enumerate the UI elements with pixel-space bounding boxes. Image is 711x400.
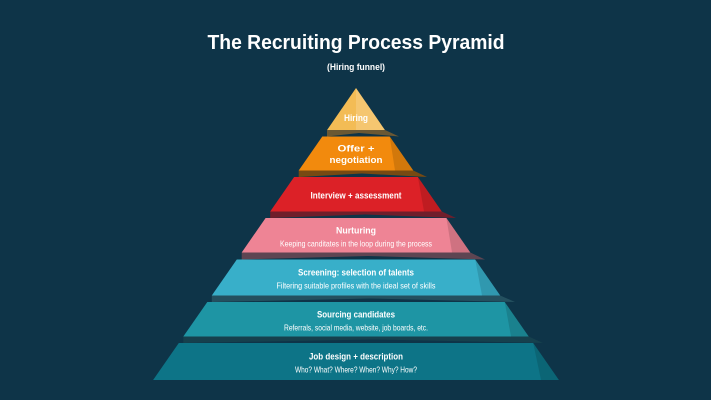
- level-hiring-label: Hiring: [344, 113, 368, 124]
- level-job-design-shape: [153, 343, 559, 380]
- level-job-design-label: Job design + description: [309, 352, 403, 363]
- level-screening-label: Screening: selection of talents: [298, 268, 414, 279]
- level-nurturing-corner-shade: [446, 218, 471, 253]
- level-hiring-fold: [327, 130, 399, 137]
- level-interview-fold: [270, 211, 456, 218]
- level-nurturing-fold: [241, 252, 485, 260]
- level-interview-label: Interview + assessment: [311, 191, 403, 202]
- level-hiring-highlight: [356, 88, 385, 130]
- level-offer-label-line1: Offer +: [338, 144, 376, 155]
- level-sourcing-corner-shade: [504, 302, 529, 337]
- level-screening-fold: [211, 295, 516, 302]
- level-offer-shape: [298, 136, 414, 171]
- level-screening-shape: [211, 259, 501, 296]
- level-interview-corner-shade: [417, 177, 442, 212]
- level-sourcing-fold: [183, 336, 544, 343]
- level-nurturing-shape: [241, 218, 471, 253]
- level-hiring-shape: [327, 88, 385, 130]
- level-nurturing-sublabel: Keeping canditates in the loop during th…: [280, 239, 432, 249]
- level-interview-shape: [270, 177, 442, 212]
- level-sourcing-sublabel: Referrals, social media, website, job bo…: [284, 323, 428, 333]
- level-job-design-sublabel: Who? What? Where? When? Why? How?: [295, 365, 417, 375]
- level-sourcing-shape: [183, 302, 529, 337]
- level-screening-sublabel: Filtering suitable profiles with the ide…: [277, 281, 436, 291]
- level-nurturing-label: Nurturing: [336, 226, 376, 237]
- level-screening-corner-shade: [475, 259, 501, 296]
- level-job-design-corner-shade: [533, 343, 559, 380]
- level-offer-label-line2: negotiation: [330, 155, 383, 166]
- level-sourcing-label: Sourcing candidates: [317, 310, 395, 321]
- page-subtitle: (Hiring funnel): [327, 62, 385, 73]
- level-offer-corner-shade: [389, 136, 414, 171]
- level-offer-fold: [298, 170, 427, 177]
- page-title: The Recruiting Process Pyramid: [208, 32, 505, 54]
